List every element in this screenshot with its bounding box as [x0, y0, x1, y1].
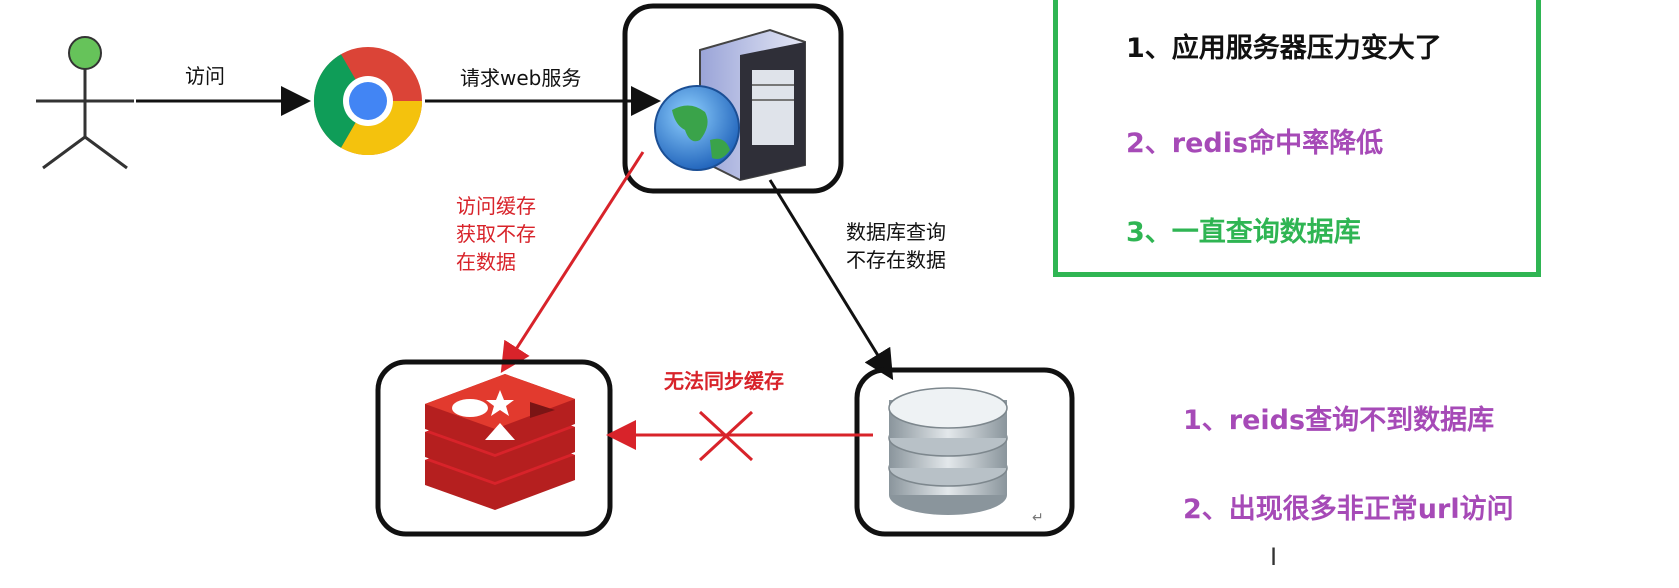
note-box-3: 3、一直查询数据库 — [1126, 217, 1361, 248]
notes-box — [1053, 0, 1541, 277]
note-box-1: 1、应用服务器压力变大了 — [1126, 33, 1442, 64]
web-server-icon — [654, 28, 806, 182]
database-icon — [888, 387, 1008, 515]
chrome-icon — [313, 47, 422, 156]
text-cursor-icon: I — [1270, 543, 1277, 571]
note-free-1: 1、reids查询不到数据库 — [1183, 405, 1495, 436]
arrow-server-database — [768, 179, 894, 381]
database-box — [854, 367, 1075, 537]
label-visit: 访问 — [185, 64, 225, 88]
web-server-box — [622, 3, 844, 194]
redis-icon — [425, 374, 575, 510]
note-free-2: 2、出现很多非正常url访问 — [1183, 494, 1514, 525]
blocked-cross-icon — [698, 410, 754, 462]
label-db-miss: 数据库查询 不存在数据 — [846, 220, 946, 272]
label-cache-miss: 访问缓存 获取不存 在数据 — [456, 194, 536, 274]
note-box-2: 2、redis命中率降低 — [1126, 128, 1384, 159]
arrow-server-redis — [500, 151, 645, 374]
return-glyph: ↵ — [1032, 510, 1044, 526]
user-icon — [36, 36, 134, 170]
label-no-sync: 无法同步缓存 — [664, 369, 784, 393]
label-request-web: 请求web服务 — [460, 66, 582, 90]
